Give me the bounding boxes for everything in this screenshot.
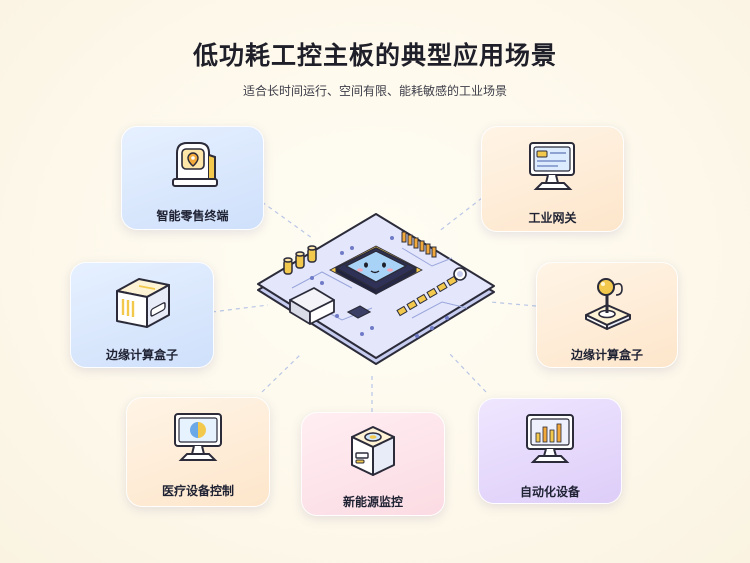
card-smart-retail[interactable]: 智能零售终端: [121, 126, 264, 230]
card-label-new-energy-monitor: 新能源监控: [342, 495, 403, 509]
connector-edge-left: [211, 304, 269, 313]
connector-automation: [447, 351, 487, 393]
page-subtitle: 适合长时间运行、空间有限、能耗敏感的工业场景: [242, 84, 507, 98]
card-label-smart-retail: 智能零售终端: [156, 209, 229, 223]
pos-terminal-icon: [172, 142, 218, 187]
card-medical-control[interactable]: 医疗设备控制: [126, 397, 270, 507]
card-automation-equipment[interactable]: 自动化设备: [478, 398, 622, 504]
card-industrial-gateway[interactable]: 工业网关: [481, 126, 624, 232]
monitor-icon: [529, 142, 575, 190]
compute-box-icon: [116, 278, 170, 328]
card-label-edge-box-right: 边缘计算盒子: [570, 348, 643, 362]
page-title: 低功耗工控主板的典型应用场景: [192, 41, 557, 70]
chart-monitor-icon: [526, 414, 574, 463]
motherboard-illustration: [257, 213, 495, 365]
camera-box-icon: [351, 426, 395, 476]
joystick-icon: [585, 278, 631, 330]
card-label-edge-box-left: 边缘计算盒子: [105, 348, 178, 362]
card-label-industrial-gateway: 工业网关: [528, 211, 577, 225]
card-edge-box-left[interactable]: 边缘计算盒子: [70, 262, 214, 368]
connector-retail: [261, 201, 313, 239]
card-label-medical-control: 医疗设备控制: [161, 484, 234, 498]
card-new-energy-monitor[interactable]: 新能源监控: [301, 412, 445, 516]
card-edge-box-right[interactable]: 边缘计算盒子: [536, 262, 678, 368]
card-label-automation-equipment: 自动化设备: [519, 485, 580, 499]
connector-medical: [261, 354, 301, 393]
medical-monitor-icon: [174, 413, 222, 461]
connector-gateway: [437, 197, 483, 233]
